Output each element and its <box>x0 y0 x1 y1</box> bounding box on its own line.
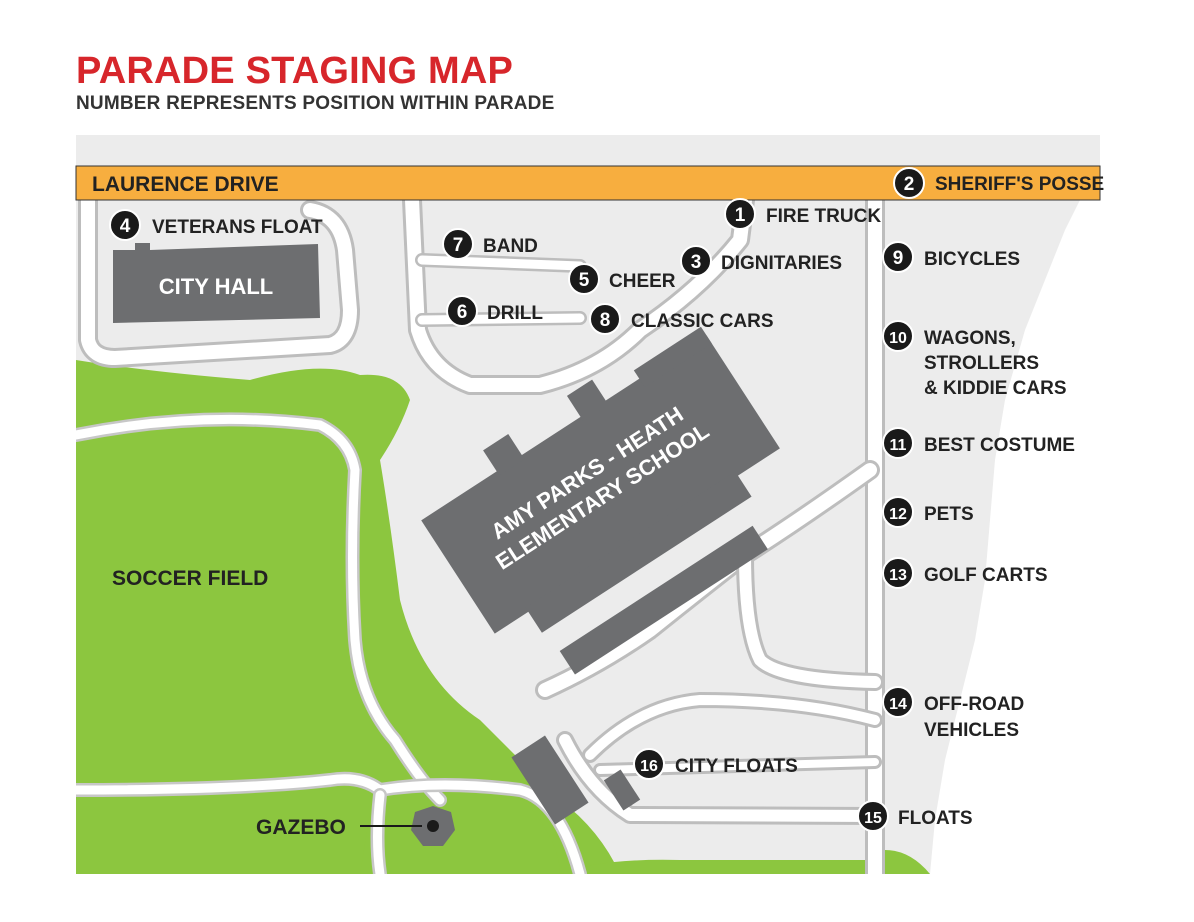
marker-16-number: 16 <box>640 758 658 775</box>
marker-7: 7 BAND <box>442 228 538 260</box>
city-hall-label: CITY HALL <box>159 274 273 299</box>
marker-14-label: OFF-ROAD <box>924 694 1024 715</box>
marker-13-label: GOLF CARTS <box>924 565 1048 586</box>
marker-16-label: CITY FLOATS <box>675 756 798 777</box>
marker-7-number: 7 <box>453 235 464 256</box>
page-title: PARADE STAGING MAP <box>76 50 514 92</box>
marker-14: 14 OFF-ROAD VEHICLES <box>882 686 1024 741</box>
soccer-field-label: SOCCER FIELD <box>112 567 268 590</box>
marker-12-label: PETS <box>924 504 974 525</box>
gazebo-label: GAZEBO <box>256 816 346 839</box>
small-building-2 <box>603 769 641 811</box>
marker-15-number: 15 <box>864 810 882 827</box>
marker-12-number: 12 <box>889 506 907 523</box>
marker-6-label: DRILL <box>487 303 543 324</box>
marker-10-label-line2: STROLLERS <box>924 353 1039 374</box>
marker-14-label-line2: VEHICLES <box>924 720 1019 741</box>
marker-12: 12 PETS <box>882 496 974 528</box>
marker-3-label: DIGNITARIES <box>721 253 842 274</box>
marker-15: 15 FLOATS <box>857 800 973 832</box>
road-name-label: LAURENCE DRIVE <box>92 173 279 196</box>
marker-11-number: 11 <box>890 437 907 454</box>
gazebo-marker <box>427 820 439 832</box>
marker-10-label-line3: & KIDDIE CARS <box>924 378 1067 399</box>
off-property-area <box>930 135 1100 874</box>
marker-13: 13 GOLF CARTS <box>882 557 1048 589</box>
marker-6: 6 DRILL <box>446 295 543 327</box>
marker-6-number: 6 <box>457 302 468 323</box>
marker-9: 9 BICYCLES <box>882 241 1020 273</box>
marker-7-label: BAND <box>483 236 538 257</box>
marker-4: 4 VETERANS FLOAT <box>109 209 323 241</box>
marker-2: 2 SHERIFF'S POSSE <box>893 167 1104 199</box>
marker-5-label: CHEER <box>609 271 676 292</box>
laurence-drive <box>75 165 1101 201</box>
bottom-grass-strip <box>560 859 880 874</box>
marker-10-number: 10 <box>889 330 907 347</box>
marker-1-label: FIRE TRUCK <box>766 206 881 227</box>
corner-grass <box>880 850 930 874</box>
marker-9-number: 9 <box>893 248 904 269</box>
city-hall-building <box>113 243 320 323</box>
marker-1: 1 FIRE TRUCK <box>724 198 881 230</box>
marker-5-number: 5 <box>579 270 590 291</box>
marker-14-number: 14 <box>889 696 907 713</box>
marker-2-label: SHERIFF'S POSSE <box>935 174 1104 195</box>
gazebo-lawn <box>360 780 560 874</box>
marker-10-label: WAGONS, <box>924 328 1016 349</box>
marker-8-label: CLASSIC CARS <box>631 311 774 332</box>
marker-2-number: 2 <box>904 174 915 195</box>
marker-8-number: 8 <box>600 310 611 331</box>
small-building-1 <box>511 735 589 825</box>
marker-8: 8 CLASSIC CARS <box>589 303 774 335</box>
marker-4-number: 4 <box>120 216 131 237</box>
marker-13-number: 13 <box>889 567 907 584</box>
marker-11: 11 BEST COSTUME <box>882 427 1075 459</box>
marker-3-number: 3 <box>691 252 702 273</box>
marker-9-label: BICYCLES <box>924 249 1020 270</box>
marker-5: 5 CHEER <box>568 263 676 295</box>
marker-11-label: BEST COSTUME <box>924 435 1075 456</box>
marker-15-label: FLOATS <box>898 808 973 829</box>
marker-16: 16 CITY FLOATS <box>633 748 798 780</box>
marker-4-label: VETERANS FLOAT <box>152 217 323 238</box>
page-subtitle: NUMBER REPRESENTS POSITION WITHIN PARADE <box>76 93 555 114</box>
marker-1-number: 1 <box>735 205 746 226</box>
driveways <box>78 190 885 874</box>
marker-3: 3 DIGNITARIES <box>680 245 842 277</box>
marker-10: 10 WAGONS, STROLLERS & KIDDIE CARS <box>882 320 1067 399</box>
